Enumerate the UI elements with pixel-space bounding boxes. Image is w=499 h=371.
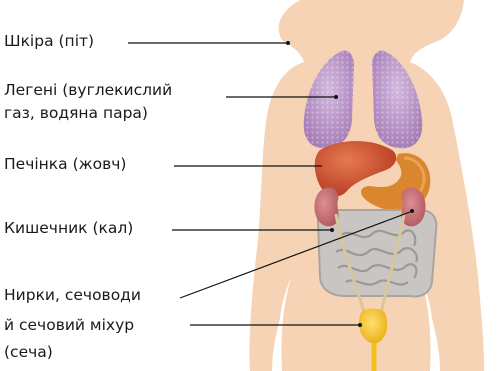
- leader-dot-intestine: [330, 228, 334, 232]
- leader-dot-bladder: [358, 323, 362, 327]
- leader-dot-skin: [286, 41, 290, 45]
- label-liver: Печінка (жовч): [4, 154, 126, 175]
- label-intestine: Кишечник (кал): [4, 218, 133, 239]
- label-lungs-line2: газ, водяна пара): [4, 103, 148, 124]
- leader-dot-kidneys: [410, 209, 414, 213]
- label-skin: Шкіра (піт): [4, 31, 94, 52]
- label-kidneys-line3: (сеча): [4, 342, 53, 363]
- label-lungs-line1: Легені (вуглекислий: [4, 80, 172, 101]
- label-kidneys-line2: й сечовий міхур: [4, 315, 134, 336]
- leader-dot-lungs: [334, 95, 338, 99]
- label-kidneys-line1: Нирки, сечоводи: [4, 285, 141, 306]
